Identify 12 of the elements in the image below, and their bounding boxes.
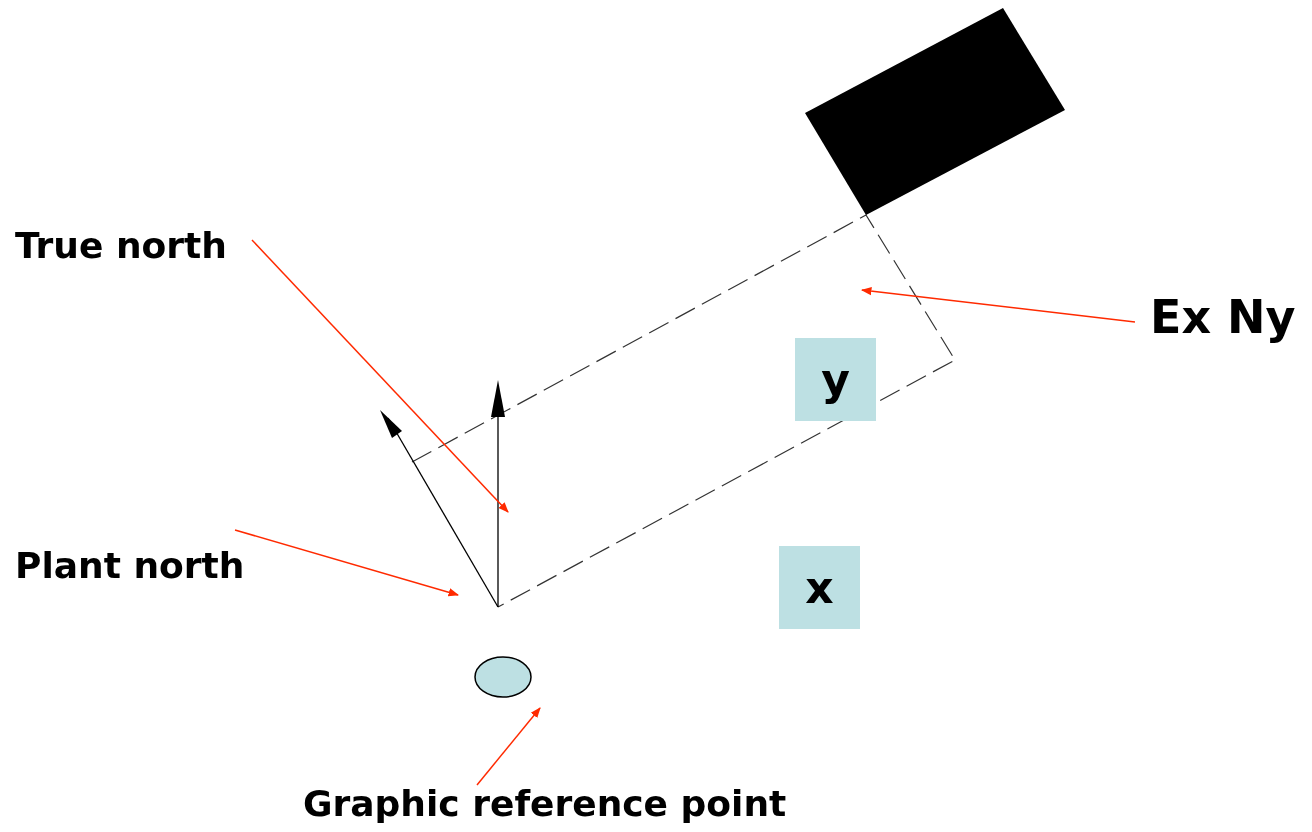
leader-line: [860, 286, 1136, 323]
callout-label: Graphic reference point: [303, 784, 787, 824]
building-block: [805, 8, 1065, 215]
callout-label: Plant north: [15, 546, 245, 586]
callout-label: True north: [15, 226, 227, 266]
leader-line: [234, 529, 459, 597]
axis-tag: x: [779, 546, 860, 629]
coordinate-label: Ex Ny: [1150, 292, 1296, 343]
leader-line: [476, 707, 541, 786]
leader-line: [251, 239, 509, 513]
reference-point-ellipse: [474, 656, 532, 698]
axis-tag: y: [795, 338, 876, 421]
